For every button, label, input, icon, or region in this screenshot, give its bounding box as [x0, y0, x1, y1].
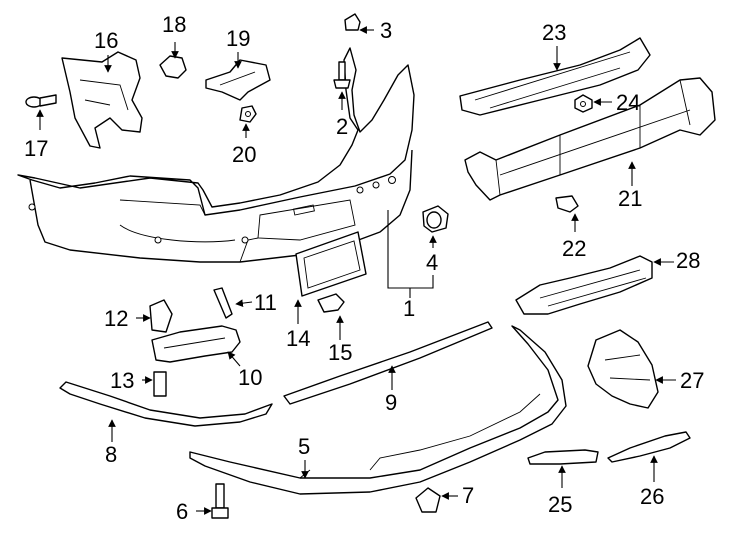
callout-18: 18: [162, 12, 186, 37]
absorber-28: [515, 255, 653, 315]
callout-4: 4: [426, 250, 438, 275]
callout-10: 10: [238, 365, 262, 390]
clip-7: [415, 487, 441, 513]
leader-lines: [36, 26, 676, 515]
callout-labels: 1 2 3 4 5 6 7 8 9 10 11 12 13 14 15 16 1…: [24, 12, 704, 524]
callout-23: 23: [542, 20, 566, 45]
callout-19: 19: [226, 26, 250, 51]
callout-11: 11: [254, 290, 277, 315]
callout-16: 16: [94, 28, 118, 53]
callout-2: 2: [336, 114, 348, 139]
trim-strip-9: [283, 321, 493, 405]
cap-4: [422, 205, 449, 233]
bolt-13: [153, 371, 167, 397]
absorber-23: [459, 37, 651, 116]
reflector-25: [527, 449, 599, 465]
callout-7: 7: [462, 483, 474, 508]
callout-1: 1: [403, 296, 415, 321]
reflector-26: [607, 431, 691, 463]
callout-25: 25: [548, 492, 572, 517]
clip-3: [344, 13, 361, 31]
bolt-2: [333, 61, 351, 89]
callout-21: 21: [618, 186, 642, 211]
clip-12: [149, 299, 173, 333]
callout-12: 12: [104, 306, 128, 331]
callout-6: 6: [176, 499, 188, 524]
bumper-cover: [17, 47, 415, 263]
callout-14: 14: [286, 326, 310, 351]
bracket-10: [151, 325, 241, 363]
bolt-22: [555, 195, 579, 213]
nut-20: [239, 105, 257, 123]
clip-15: [317, 293, 345, 313]
trim-strip-8: [59, 381, 273, 427]
license-bracket-14: [295, 231, 367, 297]
callout-15: 15: [328, 340, 352, 365]
callout-28: 28: [676, 248, 700, 273]
callout-5: 5: [298, 434, 310, 459]
bolt-6: [211, 483, 229, 519]
callout-9: 9: [385, 390, 397, 415]
callout-24: 24: [616, 90, 640, 115]
clip-18: [159, 55, 187, 79]
callout-22: 22: [562, 236, 586, 261]
callout-13: 13: [110, 368, 134, 393]
callout-26: 26: [640, 484, 664, 509]
rivet-11: [213, 287, 233, 319]
lower-valance-5: [189, 325, 567, 495]
bracket-16: [61, 51, 143, 149]
callout-8: 8: [105, 442, 117, 467]
nut-24: [574, 94, 593, 113]
screw-17: [25, 94, 57, 108]
callout-20: 20: [232, 142, 256, 167]
callout-17: 17: [24, 136, 48, 161]
callout-27: 27: [680, 368, 704, 393]
callout-3: 3: [380, 18, 392, 43]
reinforcement-21: [464, 77, 716, 201]
bracket-27: [587, 329, 659, 409]
